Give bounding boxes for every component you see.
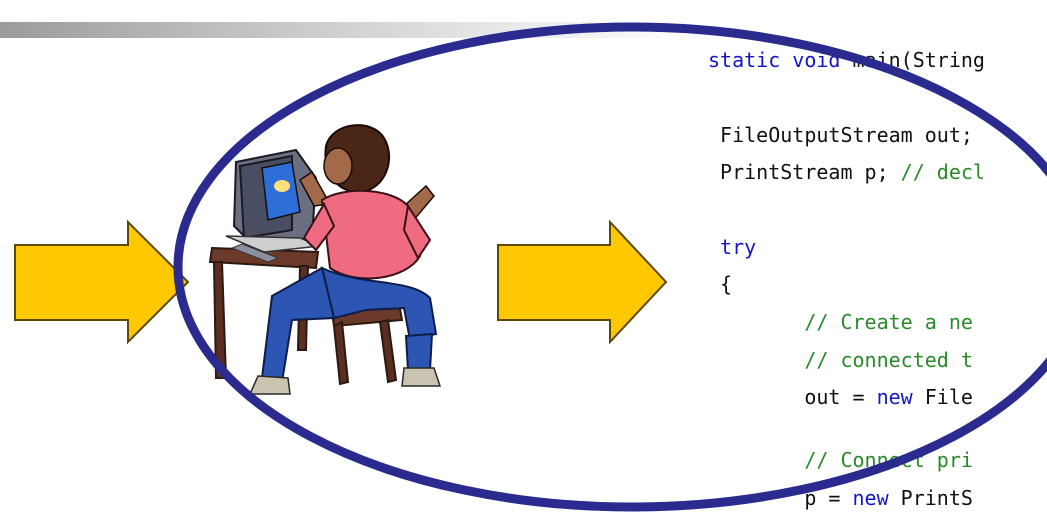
code-text: out = bbox=[708, 385, 877, 409]
right-arrow-icon bbox=[497, 219, 668, 345]
code-line: // connected t bbox=[708, 350, 973, 370]
code-line: { bbox=[708, 274, 732, 294]
code-keyword: try bbox=[708, 235, 757, 259]
code-text: { bbox=[708, 272, 733, 296]
code-text: PrintStream p; bbox=[708, 160, 901, 184]
code-line: FileOutputStream out; bbox=[708, 125, 973, 145]
code-comment: // Create a ne bbox=[708, 310, 973, 334]
code-keyword: new bbox=[852, 486, 889, 510]
highlight-ellipse bbox=[173, 22, 1047, 512]
code-text: PrintS bbox=[888, 486, 973, 510]
code-text: File bbox=[912, 385, 973, 409]
code-line: out = new File bbox=[708, 387, 973, 407]
programmer-at-computer-icon bbox=[208, 124, 442, 395]
code-line: PrintStream p; // decl bbox=[708, 162, 985, 182]
code-line: try bbox=[708, 237, 756, 257]
code-keyword: new bbox=[876, 385, 913, 409]
code-line: p = new PrintS bbox=[708, 488, 973, 508]
code-line: // Create a ne bbox=[708, 312, 973, 332]
code-comment: // connected t bbox=[708, 348, 973, 372]
code-text: p = bbox=[708, 486, 853, 510]
left-arrow-icon bbox=[14, 219, 190, 345]
code-comment: // decl bbox=[900, 160, 985, 184]
code-text: FileOutputStream out; bbox=[708, 123, 973, 147]
